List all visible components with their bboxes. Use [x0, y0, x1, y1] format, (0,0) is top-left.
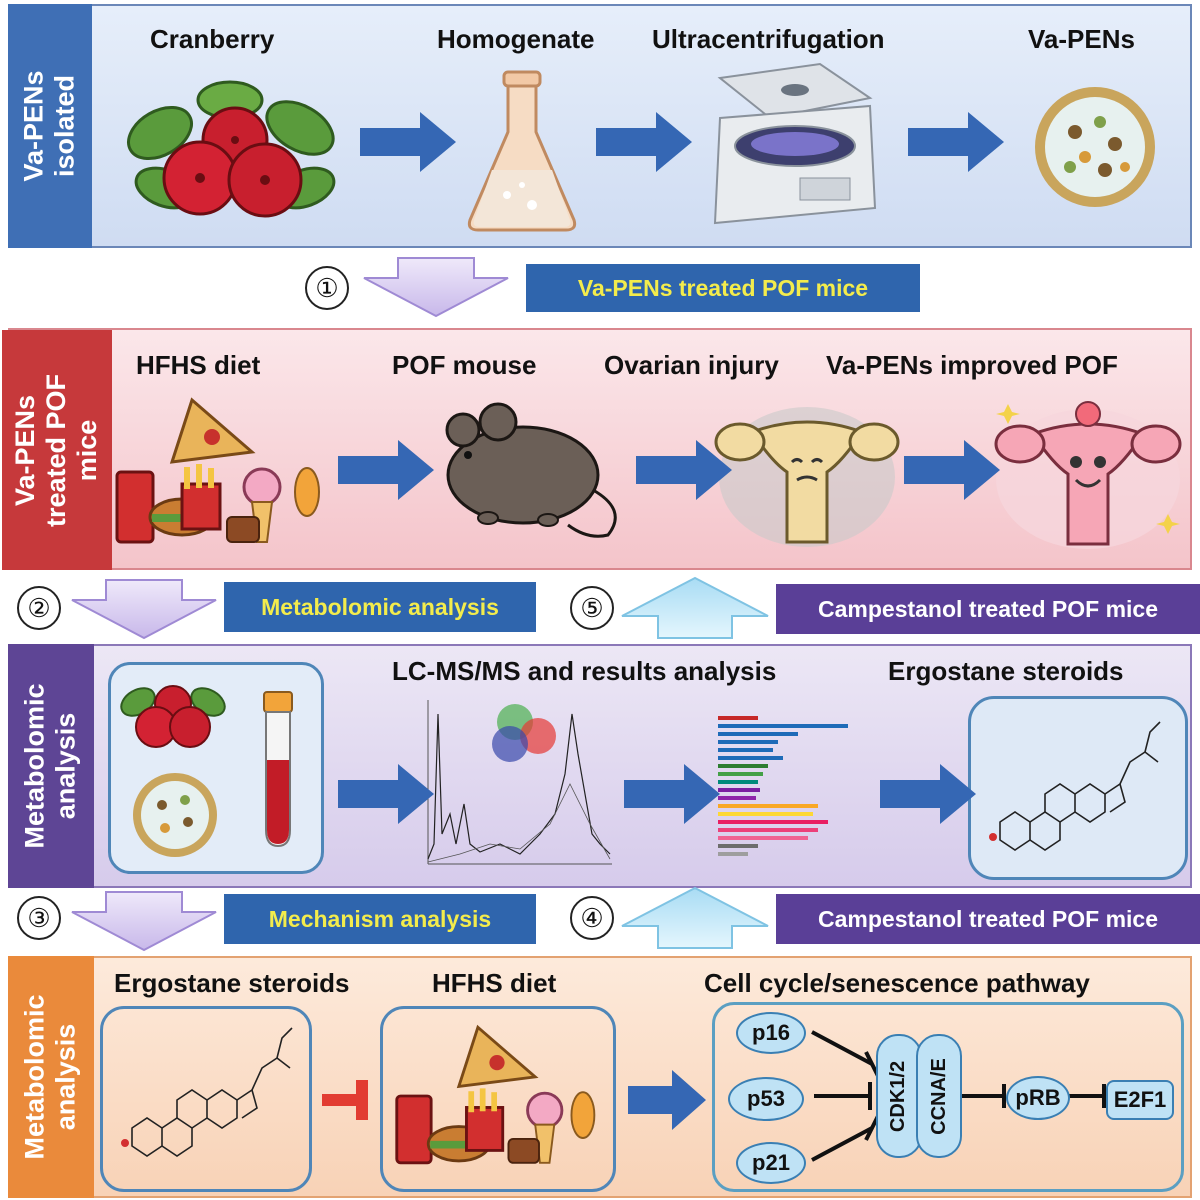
flask-icon: [467, 70, 577, 232]
title-cell-cycle-pathway: Cell cycle/senescence pathway: [704, 968, 1090, 998]
sidebar-label: Va-PENs isolated: [19, 70, 80, 182]
arrow-p1-2: [596, 112, 692, 172]
node-ccna: CCNA/E: [916, 1034, 962, 1158]
junk-food-icon: [115, 397, 320, 544]
node-p53: p53: [728, 1077, 804, 1121]
panel-mechanism-analysis: [8, 956, 1192, 1198]
title-ergostane-steroids-2: Ergostane steroids: [114, 968, 350, 998]
centrifuge-icon: [713, 62, 877, 225]
vesicle-icon: [1035, 87, 1155, 207]
step-2-number: ②: [17, 586, 61, 630]
up-arrow-step4: [621, 886, 769, 949]
arrow-p2-1: [338, 440, 434, 500]
title-hfhs-diet-2: HFHS diet: [432, 968, 557, 998]
metabolite-bar-chart: [718, 716, 848, 856]
steroid-structure-icon-2: [121, 1027, 293, 1157]
down-arrow-step3: [71, 891, 217, 952]
node-prb: pRB: [1006, 1076, 1070, 1120]
sidebar-label: Metabolomic analysis: [20, 994, 81, 1160]
title-lcms-analysis: LC-MS/MS and results analysis: [392, 656, 777, 686]
step-4-label: Campestanol treated POF mice: [776, 894, 1200, 944]
arrow-p2-3: [904, 440, 1000, 500]
injured-ovary-icon: [714, 407, 900, 547]
sidebar-vapens-isolated: Va-PENs isolated: [8, 4, 92, 248]
steroid-structure-icon: [989, 721, 1161, 851]
pathway-box: [712, 1002, 1184, 1192]
title-vapens-improved: Va-PENs improved POF: [826, 350, 1118, 380]
title-hfhs-diet: HFHS diet: [136, 350, 261, 380]
arrow-p2-2: [636, 440, 732, 500]
inhibition-symbol: [322, 1080, 368, 1120]
title-homogenate: Homogenate: [437, 24, 595, 54]
step-2-label: Metabolomic analysis: [224, 582, 536, 632]
sidebar-label: Va-PENs treated POF mice: [10, 373, 103, 527]
node-p21: p21: [736, 1142, 806, 1184]
title-ergostane-steroids: Ergostane steroids: [888, 656, 1124, 686]
hfhs-box: [380, 1006, 616, 1192]
arrow-p3-2: [624, 764, 720, 824]
step-1-label: Va-PENs treated POF mice: [526, 264, 920, 312]
chromatogram-chart: [427, 700, 612, 865]
node-cdk: CDK1/2: [876, 1034, 922, 1158]
arrow-p1-1: [360, 112, 456, 172]
node-p16: p16: [736, 1012, 806, 1054]
mouse-icon: [445, 402, 617, 538]
arrow-p4-1: [628, 1070, 706, 1130]
step-5-number: ⑤: [570, 586, 614, 630]
title-vapens: Va-PENs: [1028, 24, 1135, 54]
step-1-number: ①: [305, 266, 349, 310]
arrow-p3-1: [338, 764, 434, 824]
step-3-label: Mechanism analysis: [224, 894, 536, 944]
steroid-box-2: [100, 1006, 312, 1192]
step-3-number: ③: [17, 896, 61, 940]
step-4-number: ④: [570, 896, 614, 940]
title-ovarian-injury: Ovarian injury: [604, 350, 779, 380]
blood-tube-icon: [263, 691, 293, 848]
sample-cranberry-icon: [120, 685, 226, 748]
junk-food-icon-2: [395, 1024, 596, 1165]
title-pof-mouse: POF mouse: [392, 350, 537, 380]
sidebar-treated-pof-mice: Va-PENs treated POF mice: [2, 330, 112, 570]
node-cdk-label: CDK1/2: [887, 1060, 910, 1132]
up-arrow-step5: [621, 576, 769, 639]
down-arrow-step2: [71, 579, 217, 640]
title-cranberry: Cranberry: [150, 24, 275, 54]
cranberry-icon: [127, 80, 336, 218]
steroid-structure-box: [968, 696, 1188, 880]
title-ultracentrifugation: Ultracentrifugation: [652, 24, 885, 54]
healthy-ovary-icon: [994, 401, 1182, 549]
node-e2f1: E2F1: [1106, 1080, 1174, 1120]
step-5-label: Campestanol treated POF mice: [776, 584, 1200, 634]
node-ccna-label: CCNA/E: [927, 1057, 950, 1135]
sidebar-metabolomic-analysis: Metabolomic analysis: [8, 644, 94, 888]
arrow-p1-3: [908, 112, 1004, 172]
sample-vesicle-icon: [133, 773, 217, 857]
down-arrow-step1: [363, 257, 509, 318]
arrow-p3-3: [880, 764, 976, 824]
sidebar-label: Metabolomic analysis: [20, 683, 81, 849]
sidebar-mechanism-analysis: Metabolomic analysis: [8, 956, 94, 1198]
